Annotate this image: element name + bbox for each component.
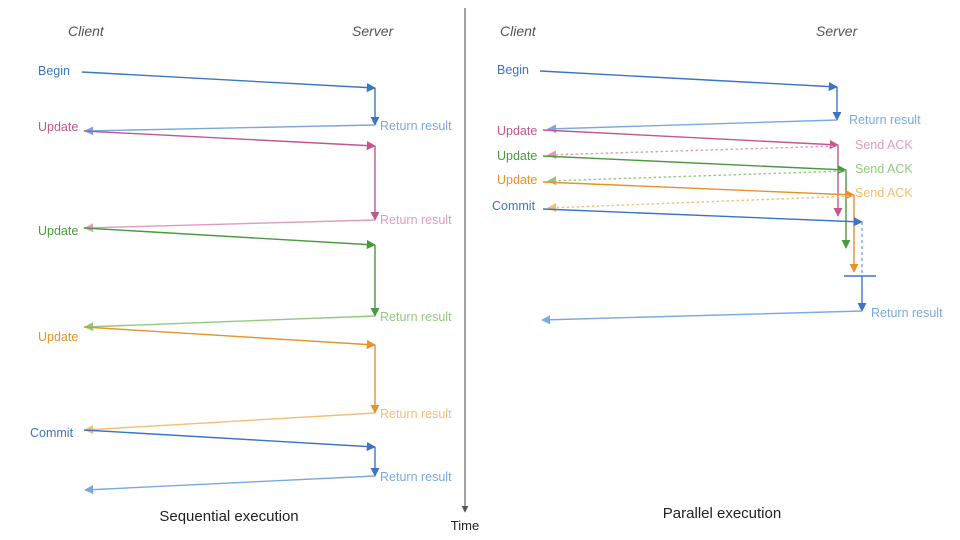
panel-caption-parallel: Parallel execution	[663, 505, 781, 522]
message-label-seq-upd2: Update	[38, 224, 78, 238]
message-label-seq-upd3: Update	[38, 330, 78, 344]
message-label-par-upd2: Update	[497, 149, 537, 163]
message-label-seq-commit-ret: Return result	[380, 470, 452, 484]
message-arrow-seq-upd3-ret	[84, 412, 376, 435]
message-label-seq-commit: Commit	[30, 426, 74, 440]
lane-label-client-sequential: Client	[68, 23, 105, 39]
message-arrow-seq-begin	[81, 71, 376, 93]
message-label-seq-upd1: Update	[38, 120, 78, 134]
message-label-par-begin: Begin	[497, 63, 529, 77]
panel-caption-sequential: Sequential execution	[159, 508, 298, 525]
lane-label-client-parallel: Client	[500, 23, 537, 39]
message-arrow-seq-upd3	[83, 326, 376, 350]
message-arrow-par-upd2	[542, 155, 847, 175]
message-arrow-par-upd1	[542, 129, 839, 150]
message-arrow-par-begin	[539, 70, 838, 92]
message-label-seq-upd2-ret: Return result	[380, 310, 452, 324]
message-arrow-seq-commit-ret	[84, 475, 376, 495]
message-arrow-seq-commit	[83, 429, 376, 452]
lane-label-server-sequential: Server	[352, 23, 395, 39]
message-arrow-par-upd3	[542, 181, 855, 200]
message-label-par-upd1-ack: Send ACK	[855, 138, 913, 152]
message-label-par-upd3: Update	[497, 173, 537, 187]
message-label-par-upd1: Update	[497, 124, 537, 138]
message-arrow-par-upd1-ack	[547, 145, 839, 160]
message-label-seq-begin-ret: Return result	[380, 119, 452, 133]
message-label-seq-begin: Begin	[38, 64, 70, 78]
lane-label-server-parallel: Server	[816, 23, 859, 39]
message-arrow-seq-upd1	[83, 130, 376, 151]
message-label-par-upd2-ack: Send ACK	[855, 162, 913, 176]
time-axis-layer: Time	[451, 8, 479, 533]
message-arrow-seq-upd2-ret	[84, 315, 376, 332]
message-label-par-commit: Commit	[492, 199, 536, 213]
message-arrow-par-commit-ret	[541, 310, 863, 325]
message-label-seq-upd1-ret: Return result	[380, 213, 452, 227]
message-arrow-seq-begin-ret	[84, 124, 376, 136]
message-arrow-par-upd2-ack	[547, 170, 847, 186]
message-label-par-upd3-ack: Send ACK	[855, 186, 913, 200]
message-arrow-seq-upd1-ret	[84, 219, 376, 233]
message-label-par-commit-ret: Return result	[871, 306, 943, 320]
message-label-seq-upd3-ret: Return result	[380, 407, 452, 421]
message-arrow-par-commit	[542, 208, 863, 227]
message-arrow-par-upd3-ack	[547, 195, 855, 213]
time-axis-label: Time	[451, 518, 479, 533]
message-arrow-par-begin-ret	[547, 119, 838, 134]
message-label-par-begin-ret: Return result	[849, 113, 921, 127]
message-arrow-seq-upd2	[83, 227, 376, 250]
